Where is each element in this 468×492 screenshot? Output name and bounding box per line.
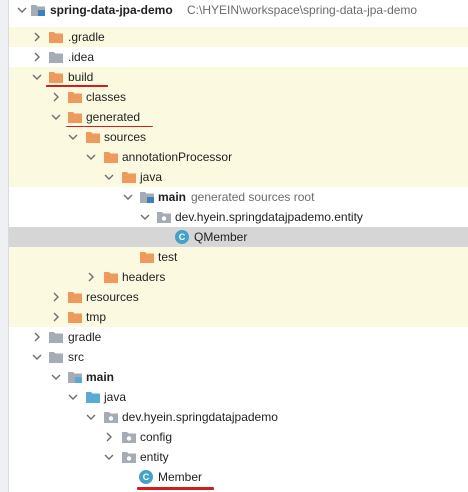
- tree-row-entity-package-generated[interactable]: dev.hyein.springdatajpademo.entity: [9, 207, 468, 227]
- root-path: C:\HYEIN\workspace\spring-data-jpa-demo: [187, 3, 418, 17]
- tree-row-generated[interactable]: generated: [9, 107, 468, 127]
- generated-sources-root-hint: generated sources root: [191, 190, 315, 204]
- tree-row-qmember[interactable]: C QMember: [9, 227, 468, 247]
- red-underline: [46, 85, 108, 88]
- folder-label: .gradle: [68, 30, 105, 44]
- chevron-down-icon[interactable]: [85, 411, 97, 423]
- folder-label: generated: [86, 110, 141, 124]
- module-folder-icon: [30, 3, 46, 17]
- package-folder-icon: [121, 430, 137, 444]
- chevron-right-icon[interactable]: [31, 51, 43, 63]
- excluded-folder-icon: [85, 130, 101, 144]
- tree-row-gradle-hidden[interactable]: .gradle: [9, 27, 468, 47]
- tree-row-headers[interactable]: headers: [9, 267, 468, 287]
- folder-label: main: [86, 370, 115, 384]
- folder-label: java: [140, 170, 163, 184]
- package-label: dev.hyein.springdatajpademo: [122, 410, 278, 424]
- chevron-down-icon[interactable]: [50, 371, 62, 383]
- tree-row-main-src[interactable]: main: [9, 367, 468, 387]
- folder-icon: [48, 50, 64, 64]
- tree-row-root[interactable]: spring-data-jpa-demo C:\HYEIN\workspace\…: [9, 0, 468, 20]
- tree-row-src[interactable]: src: [9, 347, 468, 367]
- chevron-right-icon[interactable]: [31, 331, 43, 343]
- chevron-down-icon[interactable]: [31, 71, 43, 83]
- package-label: config: [140, 430, 173, 444]
- chevron-right-icon[interactable]: [31, 31, 43, 43]
- folder-label: .idea: [68, 50, 95, 64]
- tree-row-member[interactable]: C Member: [9, 467, 468, 487]
- chevron-down-icon[interactable]: [85, 151, 97, 163]
- module-folder-icon: [139, 190, 155, 204]
- folder-label: resources: [86, 290, 139, 304]
- package-folder-icon: [156, 210, 172, 224]
- chevron-right-icon[interactable]: [50, 291, 62, 303]
- excluded-folder-icon: [67, 310, 83, 324]
- excluded-folder-icon: [67, 110, 83, 124]
- class-icon: C: [139, 470, 153, 484]
- chevron-down-icon[interactable]: [103, 451, 115, 463]
- excluded-folder-icon: [139, 250, 155, 264]
- chevron-down-icon[interactable]: [16, 4, 28, 16]
- chevron-right-icon[interactable]: [50, 91, 62, 103]
- excluded-folder-icon: [121, 170, 137, 184]
- class-label: Member: [158, 470, 203, 484]
- folder-label: java: [104, 390, 127, 404]
- tree-row-idea[interactable]: .idea: [9, 47, 468, 67]
- package-label: dev.hyein.springdatajpademo.entity: [175, 210, 363, 224]
- chevron-down-icon[interactable]: [139, 211, 151, 223]
- chevron-down-icon[interactable]: [31, 351, 43, 363]
- chevron-down-icon[interactable]: [67, 131, 79, 143]
- tree-row-resources[interactable]: resources: [9, 287, 468, 307]
- tree-row-package-src[interactable]: dev.hyein.springdatajpademo: [9, 407, 468, 427]
- folder-label: src: [68, 350, 84, 364]
- chevron-down-icon[interactable]: [122, 191, 134, 203]
- tree-row-build[interactable]: build: [9, 67, 468, 87]
- tree-row-sources[interactable]: sources: [9, 127, 468, 147]
- red-underline: [137, 487, 214, 490]
- tree-row-java-src[interactable]: java: [9, 387, 468, 407]
- tree-row-tmp[interactable]: tmp: [9, 307, 468, 327]
- folder-label: headers: [122, 270, 166, 284]
- folder-label: classes: [86, 90, 127, 104]
- excluded-folder-icon: [67, 90, 83, 104]
- folder-label: annotationProcessor: [122, 150, 233, 164]
- excluded-folder-icon: [67, 290, 83, 304]
- excluded-folder-icon: [48, 30, 64, 44]
- folder-label: tmp: [86, 310, 107, 324]
- folder-label: sources: [104, 130, 147, 144]
- chevron-right-icon[interactable]: [50, 311, 62, 323]
- chevron-down-icon[interactable]: [103, 171, 115, 183]
- folder-icon: [48, 330, 64, 344]
- tree-row-entity[interactable]: entity: [9, 447, 468, 467]
- package-label: entity: [140, 450, 169, 464]
- folder-label: gradle: [68, 330, 102, 344]
- tree-row-test[interactable]: test: [9, 247, 468, 267]
- folder-label: main: [158, 190, 187, 204]
- chevron-down-icon[interactable]: [50, 111, 62, 123]
- excluded-folder-icon: [103, 150, 119, 164]
- class-label: QMember: [194, 230, 248, 244]
- project-tree: spring-data-jpa-demo C:\HYEIN\workspace\…: [9, 0, 468, 492]
- tree-row-gradle[interactable]: gradle: [9, 327, 468, 347]
- chevron-right-icon[interactable]: [103, 431, 115, 443]
- tree-row-config[interactable]: config: [9, 427, 468, 447]
- folder-label: test: [158, 250, 178, 264]
- excluded-folder-icon: [103, 270, 119, 284]
- tree-row-main-generated[interactable]: main generated sources root: [9, 187, 468, 207]
- chevron-right-icon[interactable]: [85, 271, 97, 283]
- tree-row-java-generated[interactable]: java: [9, 167, 468, 187]
- package-folder-icon: [121, 450, 137, 464]
- package-folder-icon: [103, 410, 119, 424]
- class-icon: C: [175, 230, 189, 244]
- module-folder-icon: [67, 370, 83, 384]
- left-gutter: [0, 0, 9, 492]
- source-folder-icon: [85, 390, 101, 404]
- folder-icon: [48, 350, 64, 364]
- excluded-folder-icon: [48, 70, 64, 84]
- root-label: spring-data-jpa-demo: [50, 3, 173, 17]
- tree-row-annotation-processor[interactable]: annotationProcessor: [9, 147, 468, 167]
- tree-row-classes[interactable]: classes: [9, 87, 468, 107]
- folder-label: build: [68, 70, 94, 84]
- chevron-down-icon[interactable]: [67, 391, 79, 403]
